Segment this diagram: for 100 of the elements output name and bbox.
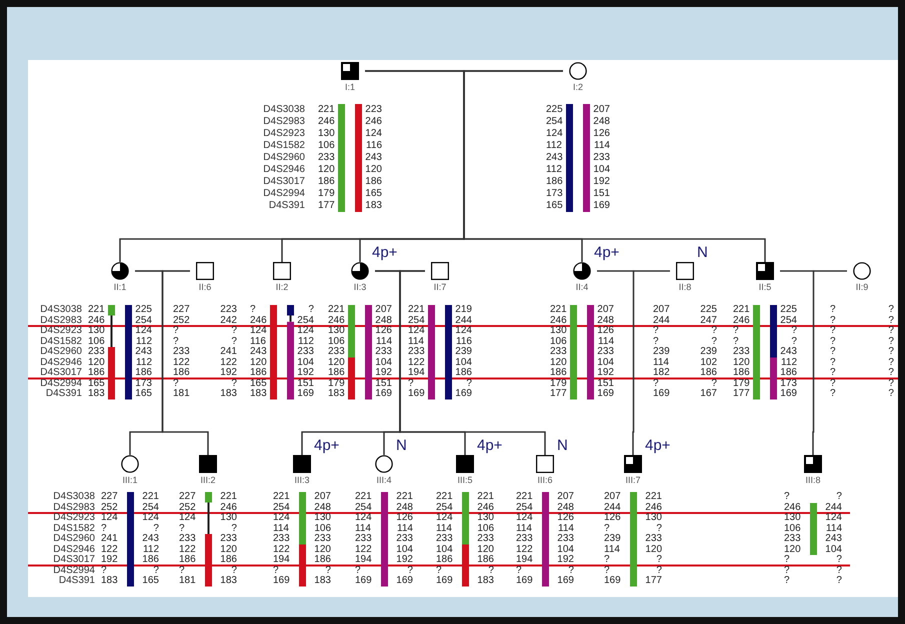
allele-row: ? ? [101, 524, 159, 534]
individual-label: III:8 [804, 475, 822, 485]
allele-row: 122 122 [173, 358, 237, 368]
allele-row: 165 169 [546, 200, 610, 212]
allele-row: 112 114 [546, 140, 610, 152]
allele-row: 179 173 [733, 378, 797, 389]
allele-row: ? ? [516, 566, 574, 576]
allele-row: 130 126 [328, 326, 392, 336]
allele-row: 106 112 [88, 336, 152, 347]
allele-row: 221 221 [355, 492, 413, 502]
allele-row: 124 130 [179, 513, 237, 524]
allele-row: 221 207 [328, 305, 392, 316]
allele-row: ? ? [653, 336, 717, 347]
allele-row: 186 186 [88, 368, 152, 378]
allele-row: ? ? [173, 326, 237, 336]
allele-row: 114 106 [273, 524, 331, 534]
allele-row: ? ? [784, 566, 842, 576]
allele-row: 192 186 [101, 555, 159, 566]
allele-row: 179 165 [318, 188, 382, 200]
allele-row: 221 225 [88, 305, 152, 316]
pedigree-line [162, 270, 209, 455]
allele-row: ? ? [408, 378, 472, 389]
allele-row: 124 124 [101, 513, 159, 524]
allele-row: 233 233 [516, 534, 574, 544]
allele-row: 122 120 [273, 544, 331, 555]
allele-row: 122 104 [516, 544, 574, 555]
allele-row: 114 106 [436, 524, 494, 534]
allele-row: 233 243 [88, 347, 152, 358]
marker-name: D4S391 [58, 576, 95, 586]
allele-row: 221 221 [436, 492, 494, 502]
allele-row: ? ? [101, 566, 159, 576]
allele-row: ? ? [830, 326, 894, 336]
allele-row: ? ? [250, 305, 314, 316]
allele-row: 207 225 [653, 305, 717, 316]
allele-row: 194 186 [408, 368, 472, 378]
allele-row: 169 183 [436, 576, 494, 586]
allele-row: 254 248 [273, 502, 331, 513]
allele-row: 233 239 [408, 347, 472, 358]
status-label: 4p+ [645, 437, 670, 454]
marker-name: D4S3017 [262, 176, 305, 188]
allele-row: 122 104 [355, 544, 413, 555]
allele-row: 122 104 [408, 358, 472, 368]
individual-label: II:3 [352, 282, 368, 292]
allele-row: 227 223 [173, 305, 237, 316]
allele-row: 126 130 [604, 513, 662, 524]
allele-row: 130 124 [784, 513, 842, 524]
allele-row: ? ? [653, 326, 717, 336]
allele-row: 122 112 [101, 544, 159, 555]
allele-row: 221 225 [733, 305, 797, 316]
allele-row: 179 151 [550, 378, 614, 389]
allele-row: 233 241 [173, 347, 237, 358]
allele-row: 183 165 [101, 576, 159, 586]
marker-name: D4S2994 [52, 566, 95, 576]
allele-row: 233 233 [179, 534, 237, 544]
allele-row: 244 246 [604, 502, 662, 513]
pedigree-line [632, 270, 670, 455]
allele-row: 246 246 [318, 116, 382, 128]
allele-row: 106 116 [318, 140, 382, 152]
allele-row: 252 242 [173, 316, 237, 326]
allele-row: ? ? [179, 566, 237, 576]
individual-label: III:5 [456, 475, 474, 485]
allele-row: 130 124 [88, 326, 152, 336]
marker-name: D4S2960 [262, 152, 305, 164]
allele-row: 116 112 [250, 336, 314, 347]
allele-row: 186 192 [550, 368, 614, 378]
allele-row: ? ? [733, 326, 797, 336]
allele-row: 179 151 [328, 378, 392, 389]
marker-name: D4S391 [268, 200, 305, 212]
allele-row: ? ? [784, 555, 842, 566]
allele-row: ? ? [355, 566, 413, 576]
allele-row: 227 221 [101, 492, 159, 502]
allele-row: 124 126 [546, 128, 610, 140]
allele-row: 120 120 [318, 164, 382, 176]
individual-label: III:4 [375, 475, 392, 485]
allele-row: ? ? [653, 378, 717, 389]
individual-label: II:8 [678, 282, 692, 292]
allele-row: ? ? [784, 576, 842, 586]
allele-row: 246 244 [784, 502, 842, 513]
allele-row: 165 173 [88, 378, 152, 389]
allele-row: 169 169 [516, 576, 574, 586]
allele-row: 227 221 [179, 492, 237, 502]
allele-row: 186 192 [173, 368, 237, 378]
allele-row: 252 254 [101, 502, 159, 513]
allele-row: 246 248 [328, 316, 392, 326]
allele-row: 183 169 [250, 389, 314, 400]
allele-row: 246 254 [88, 316, 152, 326]
allele-row: 254 248 [355, 502, 413, 513]
allele-row: 254 246 [436, 502, 494, 513]
allele-row: 221 223 [318, 104, 382, 116]
allele-row: 243 233 [546, 152, 610, 164]
status-label: 4p+ [477, 437, 502, 454]
allele-row: 130 124 [318, 128, 382, 140]
marker-name: D4S2994 [262, 188, 305, 200]
allele-row: 186 186 [318, 176, 382, 188]
allele-row: 120 104 [550, 358, 614, 368]
allele-row: ? ? [830, 305, 894, 316]
allele-row: ? ? [830, 368, 894, 378]
marker-name: D4S2946 [39, 358, 82, 368]
allele-row: 124 124 [408, 326, 472, 336]
allele-row: 194 186 [273, 555, 331, 566]
